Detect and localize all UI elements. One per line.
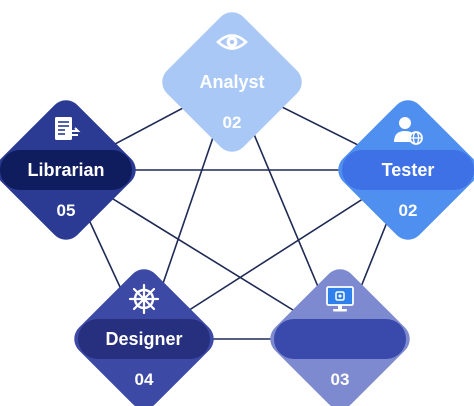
node-analyst-number: 02 [222,113,242,132]
node-analyst-band [166,62,298,102]
node-designer-band [78,319,210,359]
document-transfer-icon [50,114,82,146]
node-unlabeled-band [274,319,406,359]
node-tester-band [342,150,474,190]
node-librarian-label: Librarian [27,160,105,180]
node-designer-label: Designer [105,329,183,349]
ship-wheel-icon [128,283,160,315]
node-designer-number: 04 [134,370,154,389]
node-analyst-label: Analyst [199,72,265,92]
node-unlabeled-label [270,328,410,350]
monitor-icon [324,283,356,315]
node-tester-label: Tester [381,160,435,180]
eye-icon [216,26,248,58]
node-tester-number: 02 [398,201,418,220]
node-librarian-number: 05 [56,201,76,220]
node-librarian-band [0,150,132,190]
user-globe-icon [392,114,424,146]
node-unlabeled-number: 03 [330,370,350,389]
